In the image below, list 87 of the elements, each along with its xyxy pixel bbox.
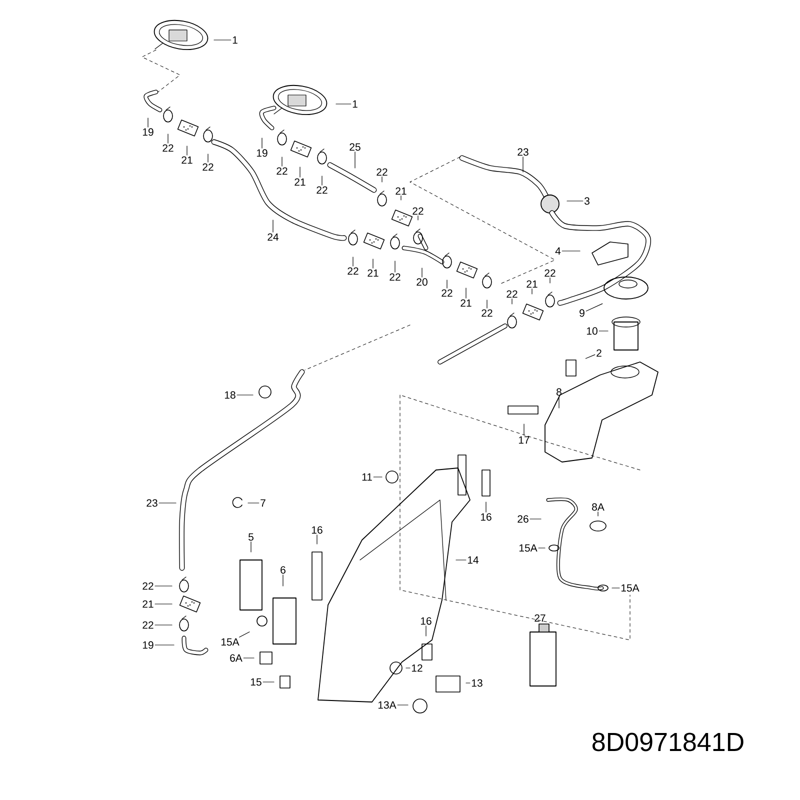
callout-number: 3: [584, 197, 590, 205]
leader-line: [372, 258, 374, 268]
callout-number: 22: [162, 144, 174, 152]
callout-number: 26: [518, 515, 528, 523]
callout-number: 17: [518, 436, 530, 444]
callout-number: 22: [276, 167, 288, 175]
leader-line: [598, 330, 608, 332]
callout-number: 23: [518, 148, 528, 156]
callout-number: 21: [396, 187, 406, 195]
leader-line: [486, 300, 488, 308]
leader-line: [248, 502, 260, 504]
callout-number: 13A: [378, 701, 396, 709]
callout-number: 22: [376, 168, 388, 176]
leader-line: [446, 280, 448, 288]
callout-number: 13: [472, 679, 482, 687]
leader-line: [236, 394, 254, 396]
leader-line: [566, 200, 584, 202]
callout-number: 16: [480, 513, 492, 521]
leader-line: [558, 396, 560, 408]
callout-number: 11: [362, 473, 372, 481]
callout-number: 10: [586, 327, 598, 335]
callout-number: 19: [142, 128, 154, 136]
leader-line: [586, 303, 603, 312]
leader-line: [154, 644, 174, 646]
callout-number: 22: [390, 273, 400, 281]
callout-number: 22: [142, 621, 154, 629]
callout-number: 19: [256, 149, 268, 157]
callout-number: 8A: [592, 503, 604, 511]
callout-number: 16: [312, 526, 322, 534]
part-number: 8D0971841D: [592, 732, 744, 752]
callout-number: 4: [555, 247, 561, 255]
leader-line: [272, 220, 274, 232]
leader-line: [158, 502, 176, 504]
leader-line: [354, 152, 356, 168]
callout-number: 9: [580, 309, 584, 317]
leader-line: [154, 624, 172, 626]
leader-line: [562, 250, 580, 252]
leader-line: [530, 518, 542, 520]
leader-line: [466, 682, 470, 684]
callout-number: 7: [260, 499, 266, 507]
leader-line: [282, 574, 284, 586]
callout-number: 22: [348, 267, 358, 275]
callout-number: 23: [146, 499, 158, 507]
callout-number: 22: [316, 186, 328, 194]
callout-number: 5: [248, 533, 254, 541]
callout-number: 2: [596, 349, 602, 357]
leader-line: [373, 476, 382, 478]
callout-number: 21: [460, 299, 472, 307]
leader-line: [186, 146, 188, 156]
callout-number: 1: [232, 36, 238, 44]
leader-line: [397, 704, 408, 706]
callout-number: 15A: [519, 544, 538, 552]
callout-number: 22: [442, 289, 452, 297]
callout-number: 6A: [230, 654, 242, 662]
callout-number: 20: [416, 278, 428, 286]
callout-number: 21: [294, 178, 306, 186]
callout-number: 19: [142, 641, 154, 649]
leader-line: [239, 632, 250, 638]
leader-line: [250, 542, 252, 552]
leader-line: [352, 256, 354, 266]
callout-number: 21: [142, 600, 154, 608]
leader-line: [316, 534, 318, 544]
callout-number: 14: [468, 556, 479, 564]
callout-number: 1: [352, 100, 358, 108]
leader-line: [585, 354, 596, 359]
callout-number: 24: [268, 233, 279, 241]
callout-number: 16: [420, 617, 432, 625]
callout-number: 12: [412, 664, 422, 672]
leader-line: [522, 156, 524, 172]
callout-number: 22: [142, 582, 154, 590]
callout-number: 21: [182, 156, 192, 164]
leader-line: [400, 196, 402, 200]
callout-number: 15: [250, 678, 262, 686]
callout-number: 22: [202, 163, 214, 171]
callout-number: 22: [544, 269, 556, 277]
callout-number: 21: [368, 269, 378, 277]
callout-number: 27: [534, 614, 546, 622]
callout-number: 25: [350, 143, 360, 151]
callout-number: 15A: [621, 584, 640, 592]
callout-number: 21: [526, 280, 538, 288]
callout-number: 18: [224, 391, 236, 399]
callout-number: 15A: [221, 638, 240, 646]
callout-number: 6: [280, 566, 286, 574]
leader-line: [394, 260, 396, 272]
callout-number: 22: [506, 290, 518, 298]
callout-number: 22: [482, 309, 492, 317]
callout-number: 22: [412, 207, 424, 215]
